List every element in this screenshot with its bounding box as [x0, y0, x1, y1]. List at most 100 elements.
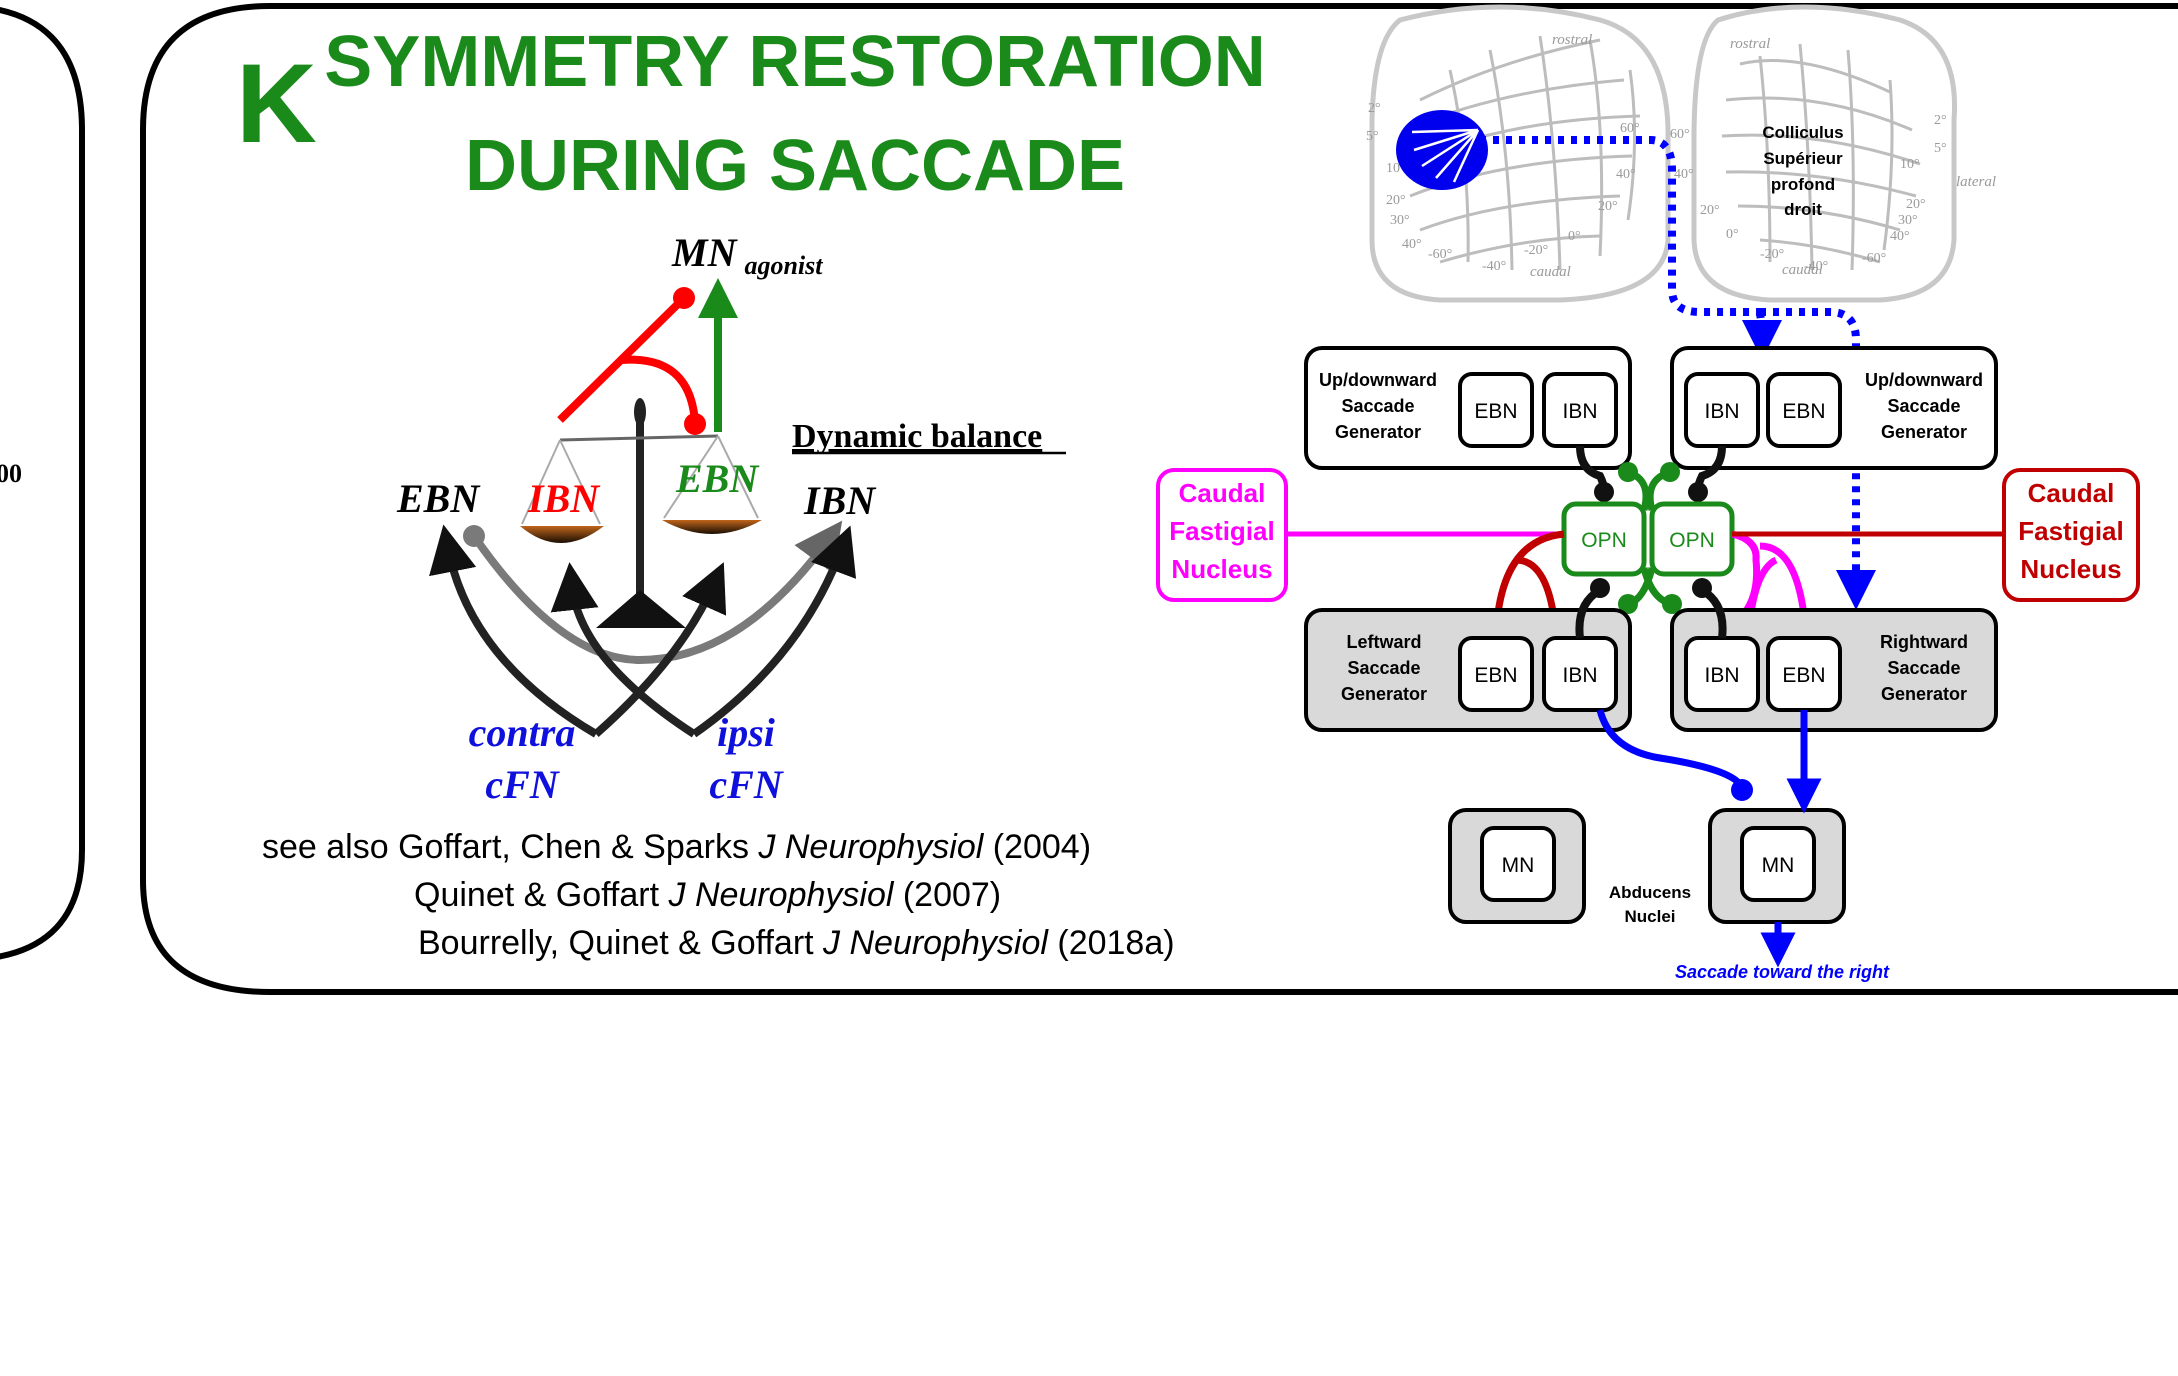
right-pan — [662, 520, 762, 534]
ebn-green-label: EBN — [675, 456, 760, 501]
svg-text:0°: 0° — [1726, 227, 1739, 242]
left-pan — [520, 526, 604, 543]
svg-text:40°: 40° — [1890, 229, 1910, 244]
left-rostral-label: rostral — [1552, 32, 1592, 48]
right-mn-box — [1740, 826, 1816, 902]
svg-text:Nuclei: Nuclei — [1624, 907, 1675, 926]
cfn-left-label: Caudal Fastigial Nucleus — [1169, 478, 1274, 584]
svg-text:-20°: -20° — [1524, 243, 1548, 258]
svg-text:20°: 20° — [1700, 203, 1720, 218]
ipsi-to-ibn-right-arrow — [691, 525, 857, 738]
contra-label: contra — [469, 710, 576, 755]
colliculus-tick-labels: 2° 5° 10° 20° 30° 40° -60° -40° -20° 0° … — [1366, 101, 1947, 274]
rightward-ibn-text: IBN — [1704, 664, 1739, 687]
title-line-1: SYMMETRY RESTORATION — [324, 22, 1265, 102]
grey-curve-dot — [463, 525, 485, 547]
circuit-diagram: Up/downward Saccade Generator Up/downwar… — [1156, 136, 2140, 982]
updown-left-ebn-box — [1458, 372, 1534, 448]
svg-text:Saccade: Saccade — [1887, 396, 1960, 416]
leftward-ibn-text: IBN — [1562, 664, 1597, 687]
collicular-activity-blob — [1396, 110, 1488, 190]
updown-right-ebn-box — [1766, 372, 1842, 448]
references: see also Goffart, Chen & Sparks J Neurop… — [262, 828, 1175, 962]
svg-text:40°: 40° — [1674, 167, 1694, 182]
ipsi-cfn-label: cFN — [709, 762, 784, 807]
opn-right-text: OPN — [1669, 529, 1715, 552]
inhibition-dot — [1731, 779, 1753, 801]
svg-text:2°: 2° — [1368, 101, 1381, 116]
updown-left-label: Up/downward Saccade Generator — [1319, 370, 1437, 442]
right-colliculus-outline — [1691, 4, 1958, 303]
ibn-red-label: IBN — [527, 476, 601, 521]
svg-text:5°: 5° — [1366, 129, 1379, 144]
inhibition-dot — [1590, 578, 1610, 598]
updown-left-ibn-text: IBN — [1562, 400, 1597, 423]
activity-vectors — [1411, 128, 1480, 183]
svg-text:Generator: Generator — [1881, 422, 1967, 442]
opn-right-box — [1649, 501, 1735, 577]
left-mn-text: MN — [1502, 854, 1535, 877]
svg-text:Up/downward: Up/downward — [1865, 370, 1983, 390]
reference-3: Bourrelly, Quinet & Goffart J Neurophysi… — [418, 924, 1175, 962]
svg-text:Fastigial: Fastigial — [2018, 516, 2123, 546]
svg-text:-20°: -20° — [1760, 247, 1784, 262]
svg-text:-40°: -40° — [1804, 259, 1828, 274]
left-panel-border — [0, 7, 85, 960]
svg-text:5°: 5° — [1934, 141, 1947, 156]
svg-text:20°: 20° — [1906, 197, 1926, 212]
svg-text:60°: 60° — [1620, 121, 1640, 136]
svg-text:Supérieur: Supérieur — [1763, 149, 1843, 168]
left-colliculus-outline — [1369, 4, 1671, 303]
opn-left-box — [1561, 501, 1647, 577]
svg-text:Generator: Generator — [1341, 684, 1427, 704]
svg-text:10°: 10° — [1900, 157, 1920, 172]
ibn-inhibits-ebn-arc — [621, 355, 699, 423]
opn-left-text: OPN — [1581, 529, 1627, 552]
svg-text:Colliculus: Colliculus — [1762, 123, 1843, 142]
left-caudal-label: caudal — [1530, 264, 1571, 280]
ipsi-to-ibn-red-arrow — [550, 562, 697, 738]
inhibition-dot — [1688, 482, 1708, 502]
svg-text:profond: profond — [1771, 175, 1835, 194]
ibn-right-label: IBN — [803, 478, 877, 523]
svg-text:-40°: -40° — [1482, 259, 1506, 274]
title-line-2: DURING SACCADE — [465, 126, 1125, 206]
svg-text:30°: 30° — [1898, 213, 1918, 228]
leftward-ebn-box — [1458, 636, 1534, 712]
ebn-left-label: EBN — [396, 476, 481, 521]
inhibition-dot — [1594, 482, 1614, 502]
abducens-label: Abducens Nuclei — [1609, 883, 1691, 926]
right-mn-text: MN — [1762, 854, 1795, 877]
svg-text:20°: 20° — [1386, 193, 1406, 208]
svg-text:30°: 30° — [1390, 213, 1410, 228]
contra-to-ebn-arrow — [429, 524, 599, 738]
svg-text:Generator: Generator — [1881, 684, 1967, 704]
rightward-ebn-text: EBN — [1782, 664, 1825, 687]
contra-to-ebn-green-arrow — [593, 562, 727, 738]
contra-cfn-label: cFN — [485, 762, 560, 807]
updown-left-ebn-text: EBN — [1474, 400, 1517, 423]
svg-text:60°: 60° — [1670, 127, 1690, 142]
svg-text:Generator: Generator — [1335, 422, 1421, 442]
opn-inhibitory-dots — [1618, 462, 1682, 614]
cfn-right-label: Caudal Fastigial Nucleus — [2018, 478, 2123, 584]
reference-1: see also Goffart, Chen & Sparks J Neurop… — [262, 828, 1091, 866]
inhibition-dot-top — [673, 287, 695, 309]
dotted-to-updown-right — [1741, 311, 1782, 360]
leftward-label: Leftward Saccade Generator — [1341, 632, 1427, 704]
svg-text:Fastigial: Fastigial — [1169, 516, 1274, 546]
svg-text:Caudal: Caudal — [1179, 478, 1266, 508]
svg-text:Rightward: Rightward — [1880, 632, 1968, 652]
right-caudal-label: caudal — [1782, 262, 1823, 278]
svg-text:2°: 2° — [1934, 113, 1947, 128]
updown-right-ibn-text: IBN — [1704, 400, 1739, 423]
right-rostral-label: rostral — [1730, 36, 1770, 52]
leftward-ebn-text: EBN — [1474, 664, 1517, 687]
panel-border — [140, 3, 2178, 995]
svg-text:Up/downward: Up/downward — [1319, 370, 1437, 390]
svg-text:Saccade: Saccade — [1887, 658, 1960, 678]
